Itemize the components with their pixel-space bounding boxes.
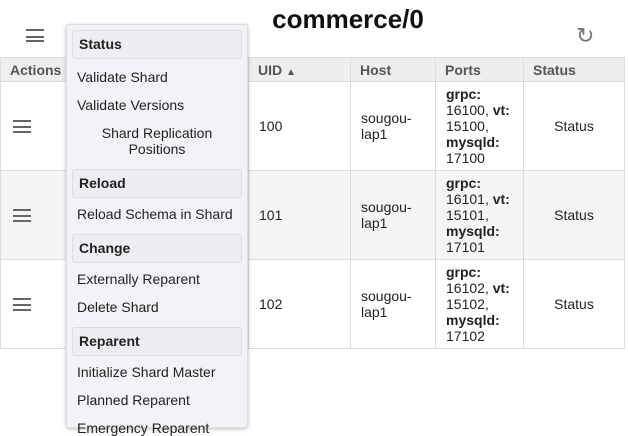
menu-section-status: Status [72, 30, 242, 59]
col-uid[interactable]: UID ▲︎ [248, 57, 351, 82]
col-uid-label: UID [258, 61, 283, 78]
row-menu-icon[interactable] [13, 119, 31, 133]
col-ports: Ports [435, 57, 524, 82]
menu-section-change: Change [72, 234, 242, 263]
menu-section-reload: Reload [72, 169, 242, 198]
status-cell: Status [523, 81, 625, 171]
actions-menu: Status Validate Shard Validate Versions … [66, 24, 248, 436]
col-status: Status [523, 57, 625, 82]
menu-item-reload-schema[interactable]: Reload Schema in Shard [77, 206, 233, 222]
uid-cell: 100 [248, 81, 351, 171]
page-title: commerce/0 [272, 4, 424, 34]
menu-item-shard-replication-positions[interactable]: Shard Replication Positions [101, 125, 213, 157]
ports-cell: grpc: 16102, vt: 15102, mysqld: 17102 [435, 259, 524, 349]
host-cell: sougou-lap1 [350, 170, 436, 260]
col-host: Host [350, 57, 436, 82]
menu-item-validate-versions[interactable]: Validate Versions [77, 97, 185, 113]
menu-item-validate-shard[interactable]: Validate Shard [77, 69, 168, 85]
sort-icon[interactable]: ▲︎ [286, 66, 296, 78]
hamburger-icon[interactable] [26, 29, 44, 42]
menu-section-reparent: Reparent [72, 327, 242, 356]
ports-cell: grpc: 16100, vt: 15100, mysqld: 17100 [435, 81, 524, 171]
uid-cell: 102 [248, 259, 351, 349]
refresh-icon[interactable]: ↻ [576, 23, 595, 48]
uid-cell: 101 [248, 170, 351, 260]
menu-item-emergency-reparent[interactable]: Emergency Reparent [77, 420, 210, 436]
status-cell: Status [523, 170, 625, 260]
row-menu-icon[interactable] [13, 297, 31, 311]
ports-cell: grpc: 16101, vt: 15101, mysqld: 17101 [435, 170, 524, 260]
status-cell: Status [523, 259, 625, 349]
menu-item-delete-shard[interactable]: Delete Shard [77, 299, 159, 315]
row-menu-icon[interactable] [13, 208, 31, 222]
menu-item-initialize-shard-master[interactable]: Initialize Shard Master [77, 364, 216, 380]
host-cell: sougou-lap1 [350, 81, 436, 171]
host-cell: sougou-lap1 [350, 259, 436, 349]
menu-item-externally-reparent[interactable]: Externally Reparent [77, 271, 200, 287]
menu-item-planned-reparent[interactable]: Planned Reparent [77, 392, 190, 408]
